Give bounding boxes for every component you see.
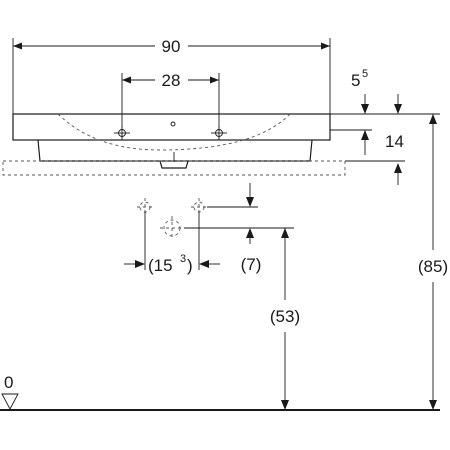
dimension-supply-spacing: (15 3 ) — [124, 212, 220, 275]
tap-hole-left — [114, 126, 130, 140]
dimension-tap-spacing: 28 — [121, 71, 220, 128]
dim-label-5-superscript: 5 — [362, 68, 368, 80]
dim-label-15-close: ) — [187, 256, 193, 275]
tap-hole-right — [211, 126, 227, 140]
triangle-down-icon — [1, 393, 19, 410]
waste-outlet — [159, 152, 189, 169]
dim-label-5: 5 — [351, 71, 360, 90]
dim-label-53: (53) — [270, 307, 300, 326]
dimension-overall-height: (85) — [418, 114, 448, 410]
dim-label-85: (85) — [418, 257, 448, 276]
dimension-drain-height: (53) — [270, 228, 300, 410]
dim-label-28: 28 — [162, 71, 181, 90]
dim-label-15-superscript: 3 — [180, 253, 186, 265]
waste-connection — [160, 216, 184, 240]
dimension-top-offset: 5 5 — [351, 68, 402, 114]
support-dashed-outline — [2, 160, 346, 176]
dimension-rim-height: 14 — [330, 129, 405, 185]
floor-level-label: 0 — [4, 373, 13, 392]
dim-label-14: 14 — [385, 132, 404, 151]
dimension-waste-offset: (7) — [241, 183, 262, 274]
dim-label-7: (7) — [241, 255, 262, 274]
basin-outline — [12, 113, 331, 162]
dim-label-15: (15 — [148, 256, 173, 275]
dimension-overall-width: 90 — [12, 37, 331, 114]
dim-label-90: 90 — [162, 37, 181, 56]
